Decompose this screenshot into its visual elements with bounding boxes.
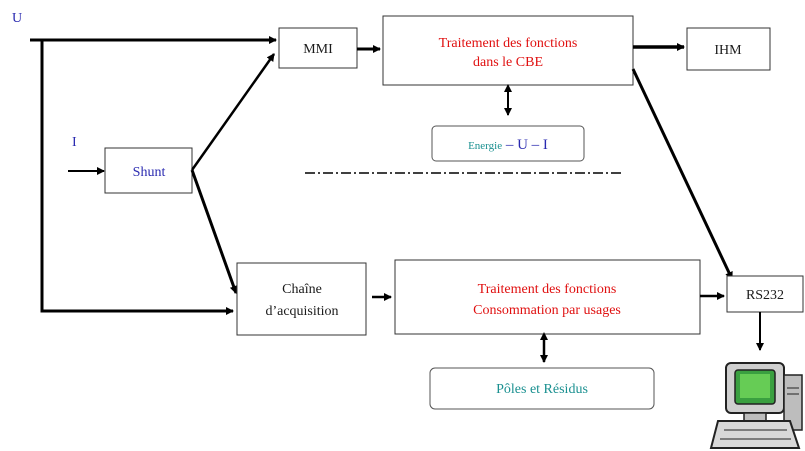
consommation-processing-box bbox=[394, 259, 701, 335]
rs232-label: RS232 bbox=[746, 288, 784, 303]
poles-box bbox=[429, 367, 655, 410]
u-input-label: U bbox=[12, 11, 22, 26]
acquisition-label-line2: d’acquisition bbox=[265, 304, 338, 319]
shunt-to-mmi-arrow bbox=[190, 53, 276, 171]
cbe-label-line2: dans le CBE bbox=[473, 55, 543, 70]
energie-prefix: Energie bbox=[468, 140, 502, 152]
rs232-box bbox=[726, 275, 804, 313]
i-input-label: I bbox=[72, 135, 77, 150]
consommation-label-line1: Traitement des fonctions bbox=[478, 282, 617, 297]
ihm-label: IHM bbox=[714, 43, 742, 58]
computer-icon bbox=[709, 362, 803, 449]
u-bottom-branch bbox=[40, 40, 234, 315]
cbe-to-rs232-arrow bbox=[631, 68, 734, 280]
consommation-label-line2: Consommation par usages bbox=[473, 303, 621, 318]
acquisition-label-line1: Chaîne bbox=[282, 282, 322, 297]
mmi-box bbox=[278, 27, 358, 69]
ihm-box bbox=[686, 27, 771, 71]
acquisition-box bbox=[236, 262, 367, 336]
energie-box bbox=[431, 125, 585, 162]
shunt-label: Shunt bbox=[133, 165, 166, 180]
energie-label: Energie – U – I bbox=[468, 137, 548, 153]
energie-suffix: – U – I bbox=[502, 137, 548, 153]
shunt-box bbox=[104, 147, 193, 194]
shunt-to-acquisition-arrow bbox=[190, 169, 238, 294]
poles-label: Pôles et Résidus bbox=[496, 382, 588, 397]
mmi-label: MMI bbox=[303, 42, 333, 57]
cbe-processing-box bbox=[382, 15, 634, 86]
cbe-label-line1: Traitement des fonctions bbox=[439, 36, 578, 51]
